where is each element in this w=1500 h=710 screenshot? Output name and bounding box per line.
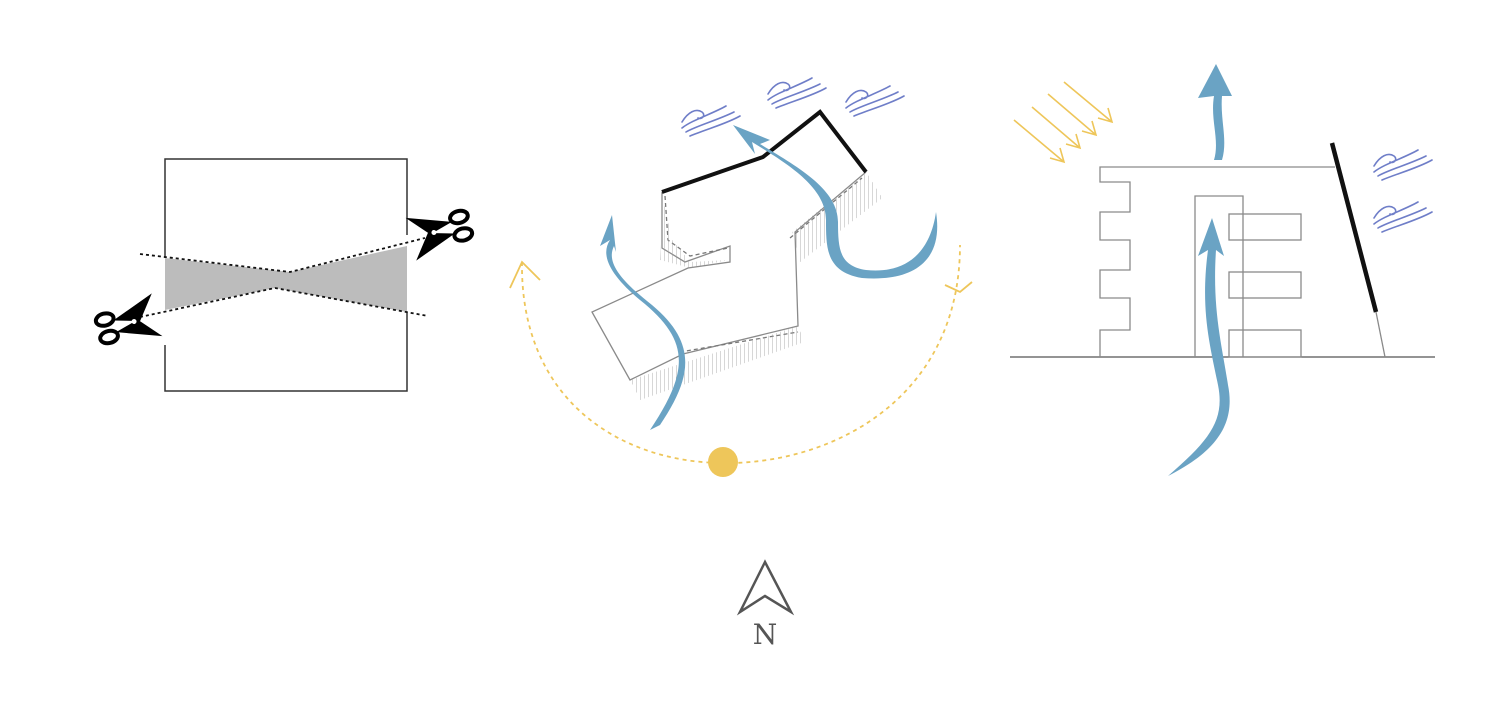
- cut-massing-panel: [90, 158, 478, 392]
- airflow-arrow-icon: [600, 215, 686, 430]
- wind-icon: [1373, 201, 1433, 233]
- airflow-arrow-icon: [1198, 64, 1232, 160]
- section-outline: [1099, 166, 1335, 357]
- sun-path-arc: [521, 244, 961, 464]
- cut-line-bottom: [139, 287, 429, 318]
- scissors-icon: [403, 201, 478, 263]
- wind-icon: [681, 105, 741, 137]
- wind-icon: [1373, 149, 1433, 181]
- plan-sun-path-panel: [509, 77, 973, 477]
- sun-icon: [708, 447, 738, 477]
- plan-hatching: [630, 172, 882, 400]
- scissors-icon: [90, 291, 165, 353]
- cut-line-top: [139, 237, 426, 273]
- facade-screen: [1329, 142, 1379, 313]
- airflow-arrow-icon: [733, 125, 938, 279]
- block-outline-left: [164, 158, 408, 258]
- atrium-void: [1194, 195, 1244, 357]
- north-facade-wall: [661, 109, 868, 194]
- balcony: [1228, 329, 1302, 358]
- sun-path-arrow-left: [509, 260, 541, 289]
- wind-icon: [767, 77, 827, 109]
- facade-support: [1375, 311, 1386, 358]
- balcony: [1228, 271, 1302, 299]
- airflow-arrow-icon: [1168, 218, 1230, 476]
- sun-rays-icon: [1013, 81, 1114, 164]
- sun-path-arrow-right: [944, 281, 973, 294]
- balcony: [1228, 213, 1302, 241]
- north-label: N: [752, 618, 778, 651]
- section-ventilation-panel: [1010, 64, 1435, 476]
- north-arrow-icon: [736, 559, 795, 616]
- cut-void: [165, 246, 407, 312]
- wind-icon: [845, 85, 905, 117]
- block-outline-bottom: [164, 312, 408, 392]
